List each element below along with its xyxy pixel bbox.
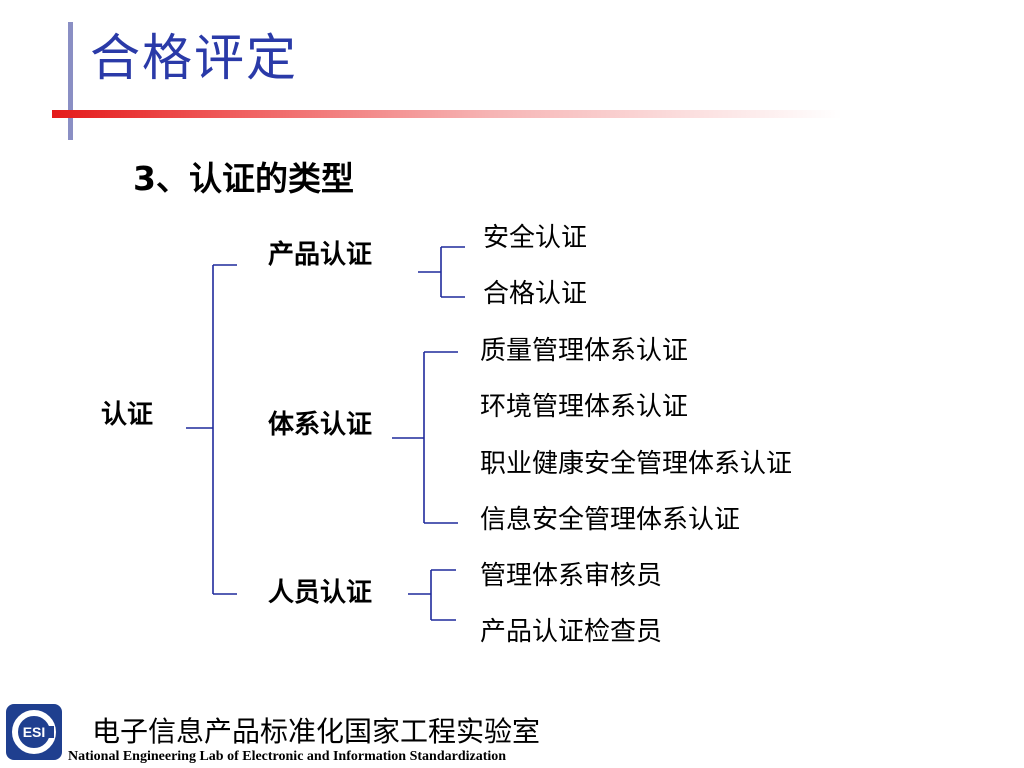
- title-accent-bar: [68, 22, 73, 140]
- leaf-environment-management: 环境管理体系认证: [480, 392, 689, 422]
- leaf-information-security: 信息安全管理体系认证: [480, 505, 741, 535]
- footer-organization-chinese: 电子信息产品标准化国家工程实验室: [92, 715, 541, 748]
- tree-root-label: 认证: [101, 400, 154, 430]
- leaf-conformity-certification: 合格认证: [483, 279, 588, 309]
- footer-organization-english: National Engineering Lab of Electronic a…: [68, 749, 507, 764]
- section-subtitle: 3、认证的类型: [133, 159, 354, 198]
- leaf-quality-management: 质量管理体系认证: [480, 336, 689, 366]
- branch-product-certification: 产品认证: [268, 240, 373, 270]
- esi-logo-text: ESI: [23, 724, 46, 740]
- leaf-occupational-health-safety: 职业健康安全管理体系认证: [480, 449, 793, 479]
- slide-title: 合格评定: [90, 29, 298, 87]
- leaf-management-system-auditor: 管理体系审核员: [480, 561, 663, 591]
- esi-logo-icon: ESI: [6, 704, 62, 760]
- branch-personnel-certification: 人员认证: [268, 578, 373, 608]
- esi-logo-mark: ESI: [12, 710, 56, 754]
- title-underline-gradient: [52, 110, 842, 118]
- leaf-safety-certification: 安全认证: [483, 223, 588, 253]
- branch-system-certification: 体系认证: [268, 410, 373, 440]
- leaf-product-certification-inspector: 产品认证检查员: [480, 617, 663, 647]
